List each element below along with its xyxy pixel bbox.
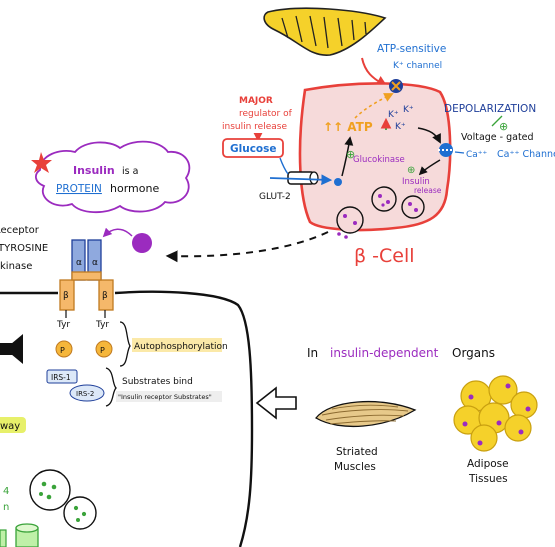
atp-channel-label-1: ATP-sensitive (377, 43, 446, 55)
glucokinase-plus: ⊕ (346, 148, 355, 161)
muscles-label: Muscles (334, 461, 376, 473)
insulin-molecule (132, 233, 152, 253)
phosphate-icon (95, 340, 113, 358)
insulin-to-receptor-arrow (165, 231, 329, 263)
glucose-to-atp-arrow (341, 136, 354, 177)
receptor-label-1: Receptor (0, 225, 40, 236)
insulin-receptor-substrates-label: "Insulin receptor Substrates" (118, 393, 212, 401)
organs-label: Organs (452, 346, 495, 360)
glut4-fragment-edge (0, 529, 7, 547)
calcium-to-vesicle-arrow (418, 159, 441, 176)
irs1-box (46, 369, 78, 384)
signal-left-arrow (0, 334, 23, 364)
alpha-subunit-label: α (76, 258, 82, 268)
adipose-tissue-illustration (453, 375, 538, 452)
k-to-depolarization-arrow (417, 127, 441, 144)
phosphate-icon (55, 340, 73, 358)
receptor-label-2: TYROSINE (0, 243, 48, 254)
beta-cell-label: β -Cell (354, 245, 415, 267)
tyr-label: Tyr (95, 320, 109, 330)
atp-label: ↑↑ ATP (323, 120, 373, 134)
insulin-protein-cloud (35, 140, 191, 214)
insulin-release-1: Insulin (402, 177, 430, 187)
substrates-bind-label: Substrates bind (122, 377, 193, 387)
autophosphorylation-bracket (119, 321, 131, 367)
pathway-highlight (0, 417, 26, 433)
glucose-dot (334, 178, 342, 186)
receptor-tyrosine-kinase (59, 239, 114, 311)
tyr-label: Tyr (56, 320, 70, 330)
glut4-vesicle (63, 496, 97, 530)
calcium-label: Ca⁺⁺ (466, 150, 488, 160)
irs2-label: IRS-2 (76, 390, 94, 398)
glut4-vesicle (29, 469, 71, 511)
striated-muscle-illustration (315, 401, 417, 427)
substrates-highlight (116, 391, 222, 402)
pancreas-illustration (263, 7, 387, 56)
irs1-label: IRS-1 (51, 373, 71, 382)
plus-arrow (491, 115, 503, 127)
glut4-fragment-2: n (3, 502, 9, 513)
hormone-word: hormone (110, 182, 159, 195)
glucose-box (222, 138, 284, 158)
insulin-word: Insulin (73, 164, 115, 177)
major-regulator-1: MAJOR (239, 96, 273, 106)
is-a-word: is a (122, 166, 138, 177)
beta-subunit-label: β (63, 291, 69, 301)
beta-cell (298, 82, 452, 232)
substrates-bracket (105, 367, 117, 407)
depolarization-label: DEPOLARIZATION (444, 103, 536, 115)
voltage-channel-2: Ca⁺⁺ Channel (497, 149, 555, 160)
insulin-release-2: release (414, 186, 442, 195)
k-ion-2: K⁺ (403, 105, 414, 115)
k-ion-3: K⁺ (395, 122, 406, 132)
glut2-label: GLUT-2 (259, 192, 291, 202)
major-regulator-3: insulin release (222, 122, 287, 132)
autophosphorylation-highlight (132, 338, 222, 352)
glut2-transporter (287, 171, 319, 185)
insulin-dependent-label: insulin-dependent (330, 346, 439, 360)
glut2-inflow-arrow (269, 174, 333, 186)
insulin-release-plus: ⊕ (407, 165, 415, 176)
glut4-transporter (15, 523, 39, 547)
calcium-inflow-arrow (454, 151, 465, 154)
insulin-binding-arrow (102, 227, 133, 238)
striated-label: Striated (336, 446, 378, 458)
adipose-label: Adipose (467, 458, 509, 470)
target-cell-membrane (0, 290, 254, 547)
alpha-subunit-label: α (92, 258, 98, 268)
k-channel-icon (389, 79, 403, 93)
receptor-label-3: kinase (0, 261, 32, 272)
pancreas-to-cell-arrow (361, 57, 389, 88)
phosphate-label: P (60, 346, 65, 355)
beta-subunit-label: β (102, 291, 108, 301)
glucose-to-glut-arrow (279, 157, 289, 175)
insulin-vesicle-releasing (336, 206, 364, 239)
glut4-fragment-1: 4 (3, 486, 9, 497)
pathway-fragment: way (0, 421, 20, 432)
glucose-label: Glucose (230, 143, 277, 155)
in-label: In (307, 346, 318, 360)
phosphate-label: P (100, 346, 105, 355)
k-ion-1: K⁺ (388, 110, 399, 120)
tissues-label: Tissues (468, 473, 508, 485)
irs2-oval (69, 384, 105, 402)
insulin-vesicle (371, 186, 397, 212)
protein-word: PROTEIN (56, 183, 102, 195)
red-star (31, 152, 52, 173)
autophosphorylation-label: Autophosphorylation (134, 342, 228, 352)
organs-to-cell-arrow (255, 386, 297, 420)
voltage-channel-1: Voltage - gated (461, 132, 534, 143)
atp-channel-label-2: K⁺ channel (393, 61, 442, 71)
calcium-channel-icon (438, 143, 454, 157)
insulin-vesicle (401, 195, 425, 219)
glucokinase-label: Glucokinase (353, 155, 405, 165)
major-regulator-2: regulator of (239, 109, 293, 119)
depolarization-plus: ⊕ (499, 120, 508, 133)
